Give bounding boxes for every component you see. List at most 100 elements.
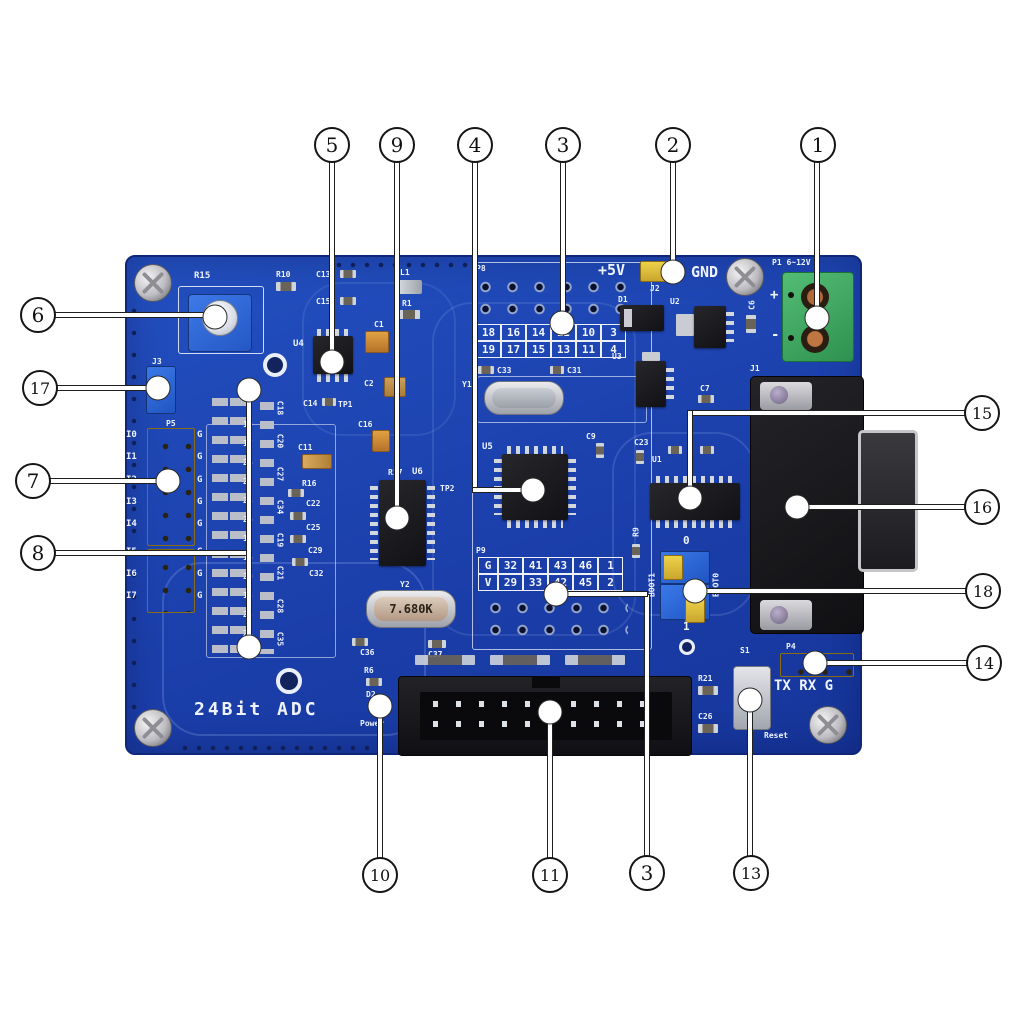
label-plus: + xyxy=(770,287,779,303)
callout-line-8 xyxy=(246,388,252,649)
p8-cell: 11 xyxy=(576,341,601,358)
db9-jackscrew-bottom xyxy=(770,606,788,624)
label-boot-0: 0 xyxy=(683,534,690,547)
crystal-frequency: 7.680K xyxy=(389,602,433,616)
u3-regulator xyxy=(636,361,666,407)
smd xyxy=(428,640,446,648)
smd xyxy=(340,297,356,305)
label-l1: L1 xyxy=(400,268,410,277)
label-c32: C32 xyxy=(309,569,324,578)
label-p9: P9 xyxy=(476,546,486,555)
p8-cell: 17 xyxy=(501,341,526,358)
callout-5: 5 xyxy=(314,127,350,163)
label-c25: C25 xyxy=(306,523,321,532)
silk-box-trimmer xyxy=(178,286,264,354)
p9-cell: 1 xyxy=(598,557,623,574)
smd xyxy=(352,638,368,646)
db9-shell xyxy=(858,430,918,572)
label-c16: C16 xyxy=(358,420,373,429)
label-c11: C11 xyxy=(298,443,313,452)
callout-line-1 xyxy=(814,160,820,318)
label-p4: P4 xyxy=(786,642,796,651)
gnd-label: G xyxy=(197,519,203,529)
p9-cell: 41 xyxy=(523,557,548,574)
callout-line-16 xyxy=(795,504,967,510)
smd xyxy=(636,450,644,464)
io-label: I6 xyxy=(126,569,137,579)
label-r1: R1 xyxy=(402,299,412,308)
p9-cell: 46 xyxy=(573,557,598,574)
board-edge-holes xyxy=(130,300,138,720)
callout-dot-2 xyxy=(660,259,686,285)
callout-dot-15 xyxy=(677,485,703,511)
label-p5: P5 xyxy=(166,419,176,428)
p9-cell: 45 xyxy=(573,574,598,591)
callout-8: 8 xyxy=(20,535,56,571)
smd xyxy=(700,446,714,454)
label-y1: Y1 xyxy=(462,380,472,389)
callout-line-6 xyxy=(52,312,217,318)
label-r9: R9 xyxy=(631,527,641,537)
callout-17: 17 xyxy=(22,370,58,406)
smd xyxy=(632,544,640,558)
callout-1: 1 xyxy=(800,127,836,163)
smd-row xyxy=(565,655,625,665)
pins xyxy=(726,312,734,342)
smd xyxy=(698,724,718,733)
label-u1: U1 xyxy=(652,455,662,464)
smd xyxy=(698,395,714,403)
callout-line-10 xyxy=(377,704,383,859)
label-c1: C1 xyxy=(374,320,384,329)
p8-cell: 18 xyxy=(476,324,501,341)
callout-dot-14 xyxy=(802,650,828,676)
callout-line-9 xyxy=(394,160,400,520)
callout-dot-10 xyxy=(367,693,393,719)
p8-cell: 19 xyxy=(476,341,501,358)
callout-3-top: 3 xyxy=(545,127,581,163)
mounting-screw xyxy=(134,264,172,302)
callout-line-3-bottom xyxy=(644,594,650,857)
label-c9: C9 xyxy=(586,432,596,441)
label-c13: C13 xyxy=(316,270,331,279)
label-c29: C29 xyxy=(308,546,323,555)
smd xyxy=(478,366,494,374)
gnd-label: G xyxy=(197,452,203,462)
io-label: I3 xyxy=(126,497,137,507)
callout-13: 13 xyxy=(733,855,769,891)
callout-6: 6 xyxy=(20,297,56,333)
pins xyxy=(507,520,563,528)
label-c31: C31 xyxy=(567,366,582,375)
pins xyxy=(370,486,378,560)
callout-line-15 xyxy=(688,410,966,416)
label-u2: U2 xyxy=(670,297,680,306)
smd-capacitor-column xyxy=(260,402,274,654)
capacitor-c1 xyxy=(365,331,389,353)
p9-cell: G xyxy=(478,557,498,574)
callout-line-14 xyxy=(813,660,968,666)
callout-line-17 xyxy=(56,385,160,391)
pins xyxy=(656,476,734,484)
p8-numbers-row2: 19 17 15 13 11 4 xyxy=(476,341,626,358)
smd xyxy=(668,446,682,454)
label-tp1: TP1 xyxy=(338,400,353,409)
capacitor-c11 xyxy=(302,454,332,469)
label-c23: C23 xyxy=(634,438,649,447)
smd xyxy=(322,398,336,406)
smd xyxy=(698,686,718,695)
callout-dot-17 xyxy=(145,375,171,401)
crystal-y1 xyxy=(484,381,564,415)
label-gnd: GND xyxy=(691,263,719,281)
smd xyxy=(398,310,420,319)
io-label: I0 xyxy=(126,430,137,440)
smd xyxy=(276,282,296,291)
cap-label: C27 xyxy=(275,466,285,482)
db9-jackscrew-top xyxy=(770,386,788,404)
pins xyxy=(656,520,734,528)
cap-label: C21 xyxy=(275,565,285,581)
gnd-label: G xyxy=(197,591,203,601)
callout-line-8 xyxy=(54,550,251,556)
gnd-label: G xyxy=(197,497,203,507)
label-d2: D2 xyxy=(366,690,376,699)
label-c14: C14 xyxy=(303,399,318,408)
